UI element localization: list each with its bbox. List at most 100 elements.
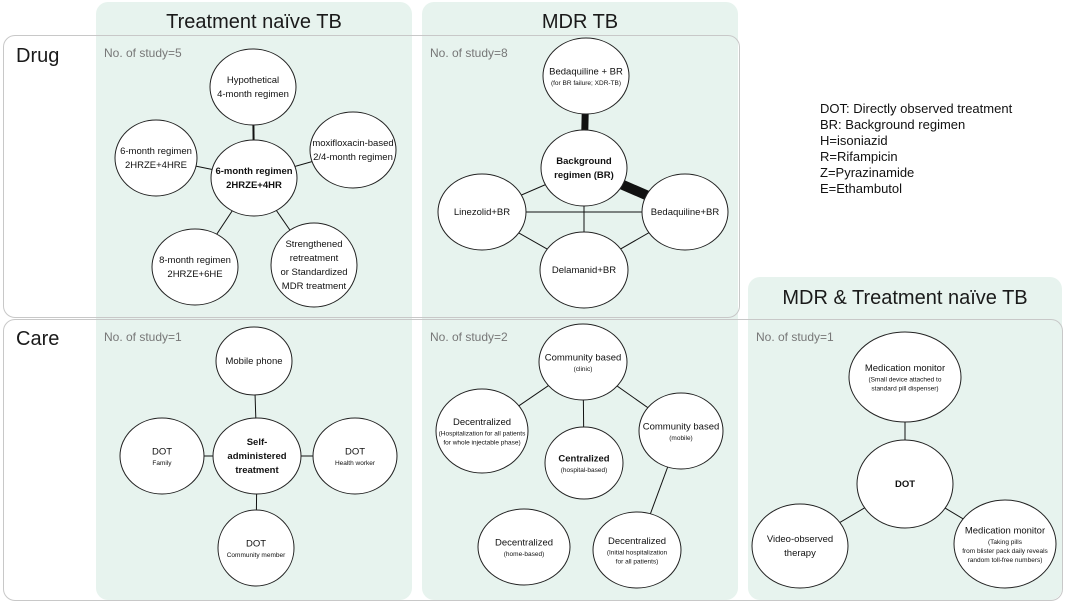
node-six_c: 6-month regimen 2HRZE+4HR (210, 139, 298, 217)
node-circle (848, 331, 962, 423)
node-label: standard pill dispenser) (871, 385, 938, 392)
node-circle (544, 426, 624, 500)
legend-entry: R=Rifampicin (820, 149, 898, 164)
node-label: (Hospitalization for all patients (439, 430, 526, 437)
node-circle (215, 326, 293, 396)
node-dot: DOT (856, 439, 954, 529)
node-label: or Standardized (280, 267, 347, 278)
node-hyp: Hypothetical 4-month regimen (209, 48, 297, 126)
legend-entry: Z=Pyrazinamide (820, 165, 915, 180)
node-label: Strengthened (285, 239, 342, 250)
node-label: therapy (784, 548, 816, 559)
node-mob: Mobile phone (215, 326, 293, 396)
node-circle (114, 119, 198, 197)
row-drug-box (3, 35, 740, 318)
row-label-care: Care (16, 328, 60, 350)
node-bedabr: Bedaquiline + BR (for BR failure; XDR-TB) (542, 37, 630, 115)
node-label: Family (152, 460, 172, 467)
study-count-drug-naive: No. of study=5 (104, 46, 182, 60)
row-label-drug: Drug (16, 45, 60, 67)
node-circle (309, 111, 397, 189)
node-circle (953, 499, 1057, 589)
node-circle (641, 173, 729, 251)
node-circle (435, 388, 529, 474)
node-label: 8-month regimen (159, 255, 231, 266)
node-label: Community member (227, 552, 286, 559)
node-label: for all patients) (616, 558, 659, 565)
abbreviation-legend: DOT: Directly observed treatment BR: Bac… (820, 101, 1012, 197)
node-label: (mobile) (669, 435, 692, 442)
node-label: Hypothetical (227, 75, 279, 86)
node-circle (638, 392, 724, 470)
node-label: treatment (235, 465, 279, 476)
node-label: Decentralized (495, 538, 553, 549)
node-label: 4-month regimen (217, 89, 289, 100)
node-circle (217, 509, 295, 587)
node-circle (539, 231, 629, 309)
node-commm: Community based (mobile) (638, 392, 724, 470)
row-care-box (3, 319, 1063, 601)
node-label: DOT (345, 447, 365, 458)
node-deci: Decentralized(Initial hospitalizationfor… (592, 511, 682, 589)
node-label: from blister pack daily reveals (962, 548, 1048, 555)
node-label: (for BR failure; XDR-TB) (551, 80, 621, 87)
node-circle (312, 417, 398, 495)
node-label: 6-month regimen (215, 166, 292, 177)
node-cent: Centralized(hospital-based) (544, 426, 624, 500)
column-title-treatment-naive: Treatment naïve TB (166, 11, 342, 33)
node-label: DOT (152, 447, 172, 458)
node-label: 2HRZE+4HR (226, 180, 282, 191)
node-label: Community based (545, 353, 622, 364)
node-dech: Decentralized(home-based) (477, 508, 571, 586)
node-label: Linezolid+BR (454, 207, 510, 218)
node-label: 2HRZE+6HE (167, 269, 222, 280)
node-label: MDR treatment (282, 281, 347, 292)
node-label: regimen (BR) (554, 170, 614, 181)
node-self: Self-administered treatment (212, 417, 302, 495)
node-label: Decentralized (453, 417, 511, 428)
node-label: DOT (246, 539, 266, 550)
node-label: 2HRZE+4HRE (125, 160, 187, 171)
node-label: for whole injectable phase) (443, 439, 520, 446)
node-beda: Bedaquiline+BR (641, 173, 729, 251)
node-circle (538, 323, 628, 401)
study-count-care-both: No. of study=1 (756, 330, 834, 344)
node-label: Bedaquiline+BR (651, 207, 720, 218)
study-count-care-naive: No. of study=1 (104, 330, 182, 344)
column-title-mdr: MDR TB (541, 11, 619, 33)
legend-entry: BR: Background regimen (820, 117, 966, 132)
node-label: Decentralized (608, 536, 666, 547)
node-label: Mobile phone (225, 356, 282, 367)
node-label: moxifloxacin-based (312, 138, 393, 149)
node-label: Medication monitor (865, 363, 945, 374)
node-moxi: moxifloxacin-based 2/4-month regimen (309, 111, 397, 189)
node-dotc: DOT Community member (217, 509, 295, 587)
node-eight: 8-month regimen 2HRZE+6HE (151, 228, 239, 306)
node-label: Delamanid+BR (552, 265, 616, 276)
node-label: retreatment (290, 253, 339, 264)
node-decw: Decentralized (Hospitalization for all pa… (435, 388, 529, 474)
node-label: 6-month regimen (120, 146, 192, 157)
node-dotf: DOT Family (119, 417, 205, 495)
node-circle (477, 508, 571, 586)
node-circle (751, 503, 849, 589)
node-label: (Taking pills (988, 539, 1023, 546)
node-label: (Small device attached to (869, 376, 942, 383)
node-label: Self- (247, 437, 268, 448)
node-commc: Community based(clinic) (538, 323, 628, 401)
node-label: Bedaquiline + BR (549, 67, 623, 78)
node-label: Community based (643, 422, 720, 433)
node-circle (592, 511, 682, 589)
node-label: administered (227, 451, 286, 462)
node-circle (540, 129, 628, 207)
node-label: DOT (895, 479, 915, 490)
study-count-care-mdr: No. of study=2 (430, 330, 508, 344)
node-label: 2/4-month regimen (313, 152, 393, 163)
node-circle (151, 228, 239, 306)
column-title-mdr-and-naive: MDR & Treatment naïve TB (782, 287, 1028, 309)
